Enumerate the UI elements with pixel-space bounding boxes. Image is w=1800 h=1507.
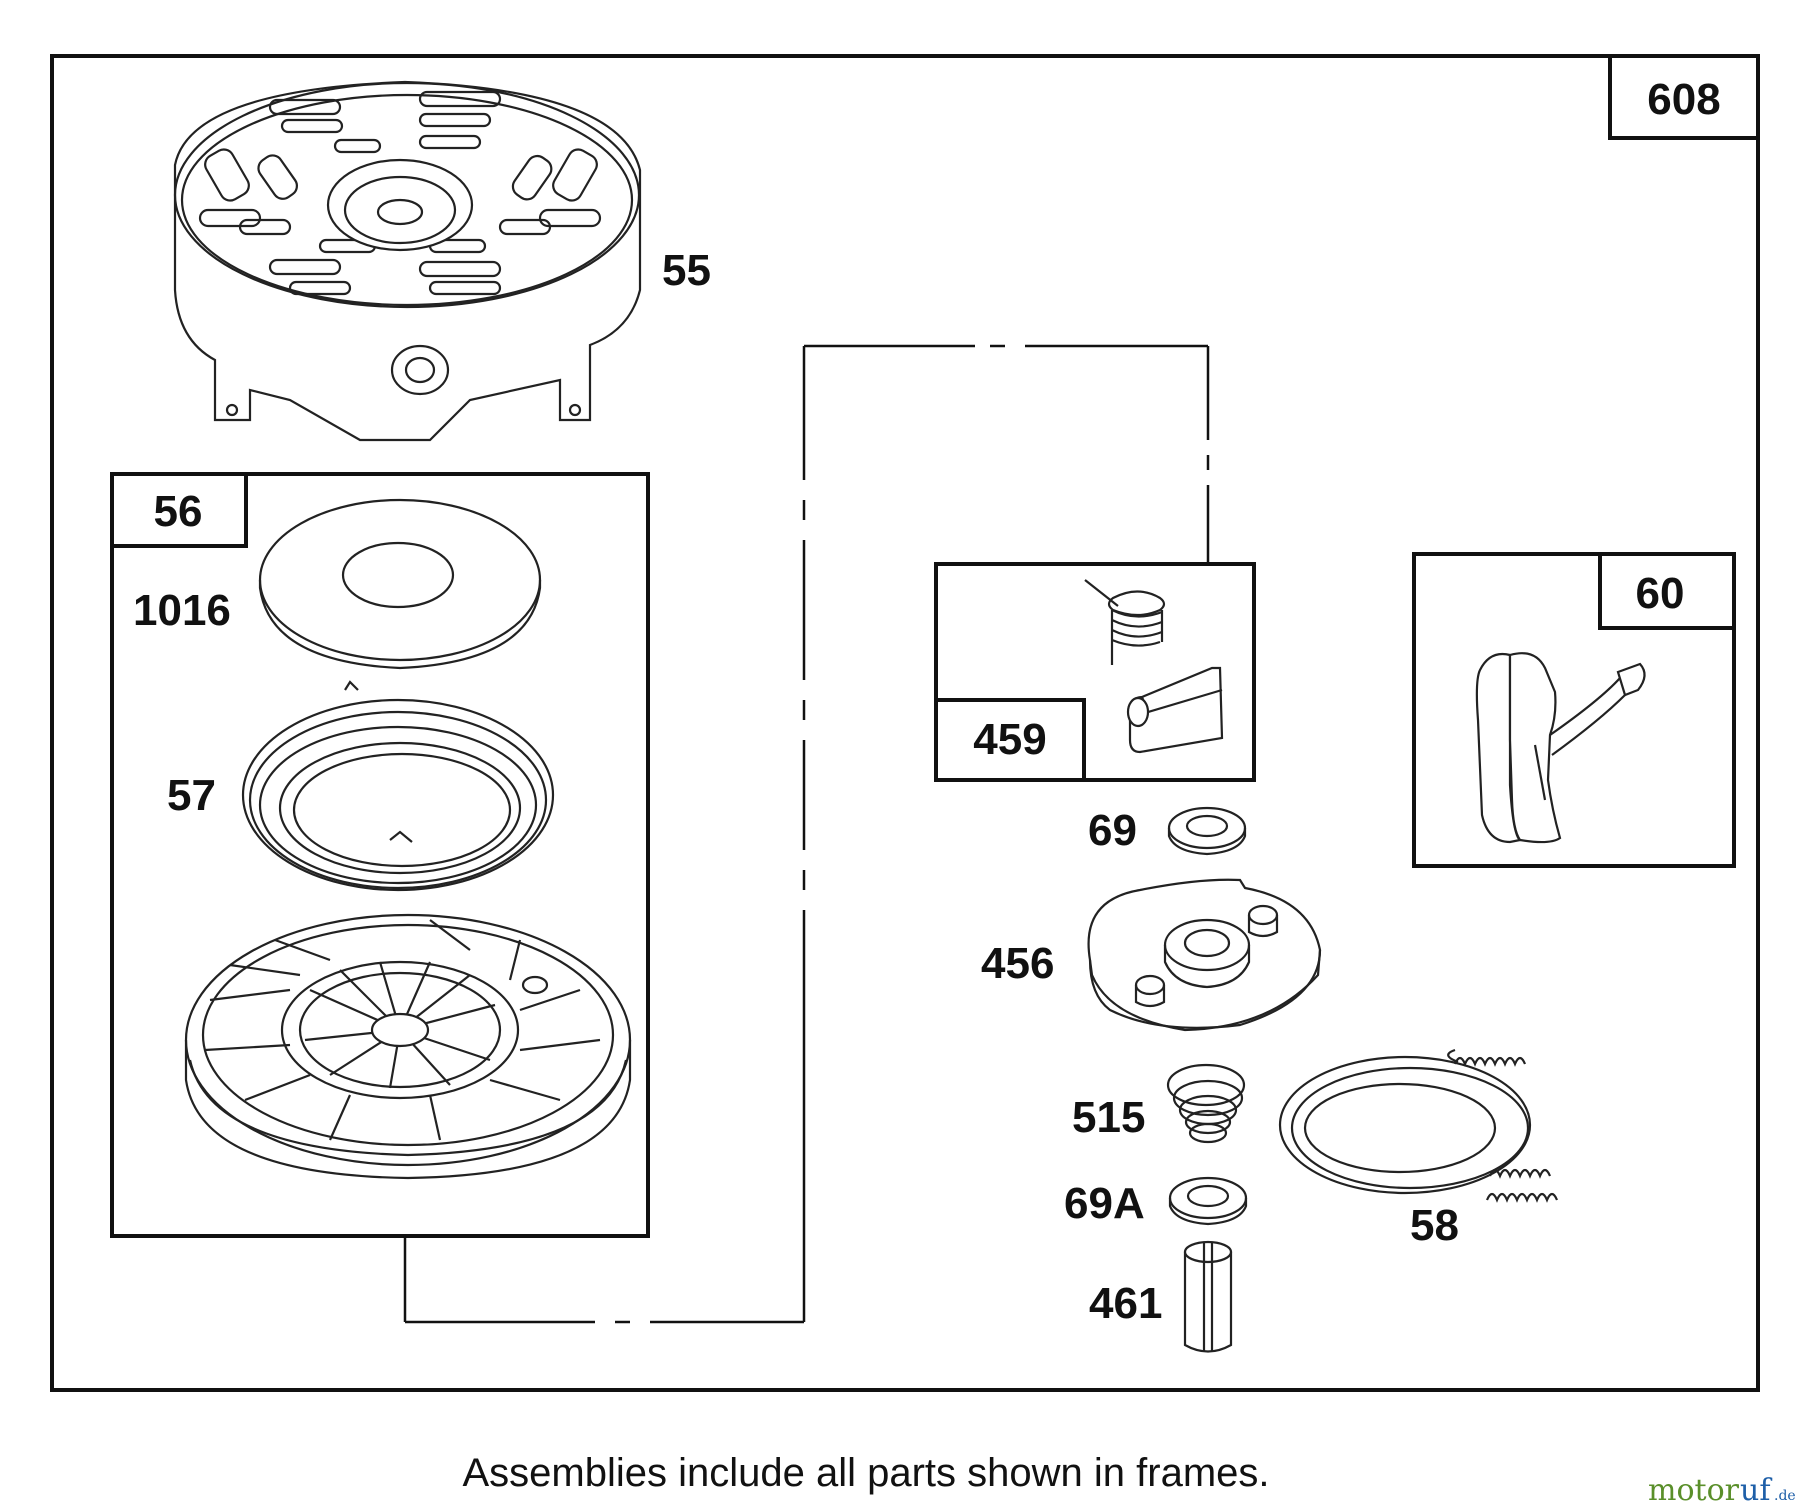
svg-text:uf: uf	[1740, 1473, 1772, 1507]
washer-69-part	[1167, 806, 1247, 856]
starter-pulley-part	[184, 913, 632, 1180]
starter-rope-58-part	[1278, 1048, 1559, 1203]
pulley-assembly-tag	[110, 472, 248, 548]
part-label-69: 69	[1088, 806, 1137, 855]
part-label-515: 515	[1072, 1093, 1145, 1142]
pawl-kit-tag	[934, 698, 1086, 782]
assembly-label-459: 459	[973, 715, 1046, 764]
assembly-label-608: 608	[1647, 75, 1720, 124]
starter-housing-part	[173, 80, 642, 442]
pawl-retainer-part	[1087, 878, 1322, 1032]
assembly-connector-lines	[403, 344, 1210, 1324]
part-label-69a: 69A	[1064, 1179, 1145, 1228]
washer-1016-part	[258, 498, 542, 670]
assembly-label-60: 60	[1636, 569, 1685, 618]
svg-text:.de: .de	[1774, 1488, 1796, 1504]
brake-spring-515-part	[1166, 1063, 1246, 1144]
main-frame	[50, 54, 1760, 1392]
starter-handle-part	[1475, 652, 1646, 844]
part-label-58: 58	[1410, 1201, 1459, 1250]
diagram-caption: Assemblies include all parts shown in fr…	[462, 1451, 1269, 1495]
pawl-part	[1126, 666, 1224, 754]
pin-461-part	[1183, 1240, 1233, 1353]
handle-kit-tag	[1598, 552, 1736, 630]
svg-text:motor: motor	[1648, 1473, 1740, 1507]
part-label-57: 57	[167, 771, 216, 820]
watermark-logo: motor uf .de	[1648, 1473, 1796, 1507]
part-label-461: 461	[1089, 1279, 1162, 1328]
pawl-spring-part	[1084, 579, 1166, 665]
part-label-55: 55	[662, 246, 711, 295]
recoil-spring-57-part	[241, 680, 555, 892]
pawl-kit-frame	[934, 562, 1256, 782]
assembly-label-56: 56	[154, 487, 203, 536]
pulley-assembly-frame	[110, 472, 650, 1238]
part-label-1016: 1016	[133, 586, 231, 635]
washer-69a-part	[1168, 1176, 1248, 1226]
main-frame-tag	[1608, 54, 1760, 140]
handle-kit-frame	[1412, 552, 1736, 868]
part-label-456: 456	[981, 939, 1054, 988]
